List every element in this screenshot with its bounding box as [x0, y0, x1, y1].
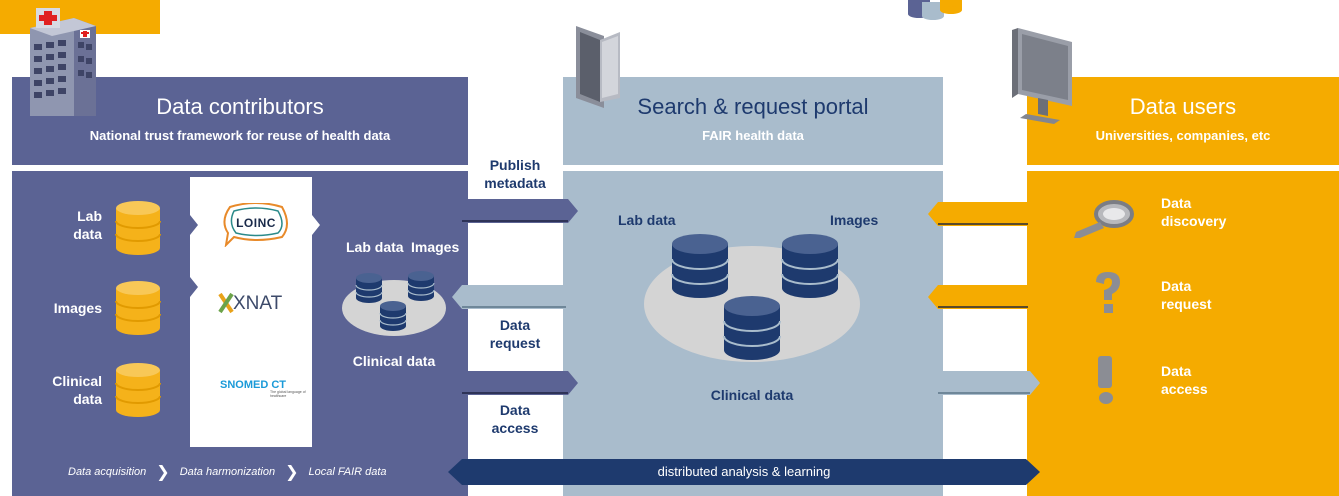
portal-header-panel: [563, 77, 943, 165]
portal-database-platter: [642, 230, 862, 370]
clinical-database-icon: [114, 362, 162, 418]
action-data-discovery: Data discovery: [1161, 195, 1227, 229]
local-database-platter: [340, 266, 448, 344]
action-data-request: Data request: [1161, 278, 1212, 312]
publish-metadata-label: Publish metadata: [484, 157, 546, 191]
discovery-arrow: [928, 200, 1028, 228]
users-body-panel: [1027, 171, 1339, 496]
data-access-label: Data access: [491, 402, 539, 436]
portal-clinical-label: Clinical data: [710, 387, 794, 403]
distributed-analysis-label: distributed analysis & learning: [657, 464, 831, 479]
chevron-right-icon: ❯: [285, 464, 299, 481]
portal-title: Search & request portal: [637, 94, 869, 119]
users-subtitle: Universities, companies, etc: [1095, 128, 1271, 143]
step-data-harmonization: Data harmonization: [179, 466, 276, 478]
xnat-label: XNAT: [233, 293, 283, 314]
hospital-icon: [22, 4, 102, 116]
portal-subtitle: FAIR health data: [702, 128, 804, 143]
images-database-icon: [114, 280, 162, 336]
local-clinical-label: Clinical data: [352, 353, 436, 369]
snomed-label: SNOMED CT: [220, 379, 286, 391]
users-header-panel: [1027, 77, 1339, 165]
step-data-acquisition: Data acquisition: [68, 466, 147, 478]
snomed-tagline: The global language of healthcare: [270, 390, 306, 398]
users-title: Data users: [1129, 94, 1237, 119]
action-data-access: Data access: [1161, 363, 1208, 397]
contributors-title: Data contributors: [156, 94, 324, 119]
portal-images-label: Images: [830, 212, 879, 228]
chevron-right-icon: ❯: [156, 464, 170, 481]
data-request-label: Data request: [489, 317, 541, 351]
local-lab-label: Lab data: [346, 239, 404, 255]
local-images-label: Images: [411, 239, 460, 255]
xnat-logo: [218, 292, 234, 314]
portal-lab-label: Lab data: [618, 212, 676, 228]
source-images: Images: [53, 300, 102, 316]
question-icon: [1092, 270, 1122, 316]
contributors-subtitle: National trust framework for reuse of he…: [89, 128, 391, 143]
request-arrow-to-contributors: [452, 283, 566, 311]
exclamation-icon: [1094, 354, 1118, 406]
loinc-label: LOINC: [236, 216, 276, 230]
source-lab: Lab data: [73, 208, 102, 242]
portal-door-icon: [574, 22, 624, 108]
source-clinical: Clinical data: [52, 373, 102, 407]
distributed-analysis-bar: [448, 459, 1040, 485]
loinc-logo: [220, 203, 292, 247]
standards-column: [190, 177, 320, 447]
database-stack-icon: [906, 0, 966, 20]
magnifier-icon: [1070, 198, 1136, 240]
publish-arrow: [462, 197, 580, 225]
access-arrow: [462, 369, 580, 397]
monitor-icon: [1010, 28, 1076, 124]
pipeline-footer: Data acquisition ❯ Data harmonization ❯ …: [68, 462, 387, 482]
lab-database-icon: [114, 200, 162, 256]
request-arrow-from-users: [928, 283, 1028, 311]
access-arrow-to-users: [938, 369, 1042, 397]
step-local-fair-data: Local FAIR data: [308, 466, 387, 478]
